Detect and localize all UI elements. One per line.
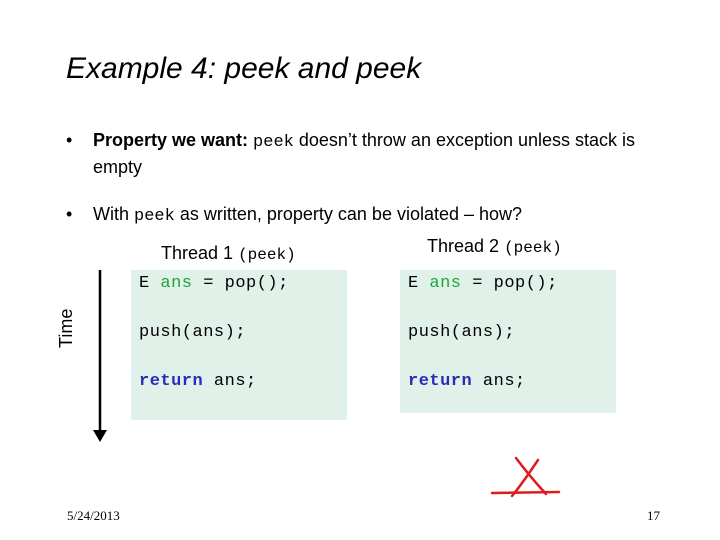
code-text: push(ans); — [408, 323, 516, 342]
thread-1-name: Thread 1 — [161, 243, 234, 263]
bullet-bold-text: Property we want: — [93, 130, 249, 150]
code-keyword: return — [139, 372, 204, 391]
bullet-code: peek — [134, 207, 175, 226]
code-rest: = pop(); — [203, 274, 289, 293]
bullet-dot: • — [66, 204, 73, 224]
bullet-item-violation: • With peek as written, property can be … — [66, 202, 666, 229]
code-variable: ans — [429, 274, 462, 293]
code-line: E ans = pop(); — [139, 273, 347, 322]
bullet-prefix: With — [93, 204, 129, 224]
down-arrow-icon — [93, 270, 107, 442]
thread-2-label: Thread 2 (peek) — [427, 236, 562, 257]
thread-1-code-block: E ans = pop(); push(ans); return ans; — [131, 270, 347, 420]
bullet-list: • Property we want: peek doesn’t throw a… — [66, 128, 666, 229]
bullet-dot: • — [66, 130, 73, 150]
code-rest: ans; — [482, 372, 526, 391]
code-line: return ans; — [408, 371, 616, 420]
code-line: return ans; — [139, 371, 347, 420]
code-rest: ans; — [213, 372, 257, 391]
code-text: push(ans); — [139, 323, 247, 342]
code-variable: ans — [160, 274, 193, 293]
code-line: push(ans); — [408, 322, 616, 371]
code-line: E ans = pop(); — [408, 273, 616, 322]
code-type: E — [408, 274, 419, 293]
code-line: push(ans); — [139, 322, 347, 371]
thread-1-label-code: (peek) — [238, 246, 296, 264]
code-rest: = pop(); — [472, 274, 558, 293]
thread-2-code-block: E ans = pop(); push(ans); return ans; — [400, 270, 616, 413]
bullet-text: doesn’t throw an exception unless stack … — [93, 130, 636, 177]
bullet-text: as written, property can be violated – h… — [179, 204, 523, 224]
red-x-mark-icon — [490, 456, 561, 498]
thread-2-name: Thread 2 — [427, 236, 500, 256]
thread-2-label-code: (peek) — [504, 239, 562, 257]
thread-1-label: Thread 1 (peek) — [161, 243, 296, 264]
bullet-item-property: • Property we want: peek doesn’t throw a… — [66, 128, 666, 179]
bullet-code: peek — [253, 133, 294, 152]
footer-date: 5/24/2013 — [67, 508, 120, 523]
code-keyword: return — [408, 372, 473, 391]
page-number: 17 — [647, 508, 660, 523]
slide-title: Example 4: peek and peek — [66, 52, 422, 85]
code-type: E — [139, 274, 150, 293]
